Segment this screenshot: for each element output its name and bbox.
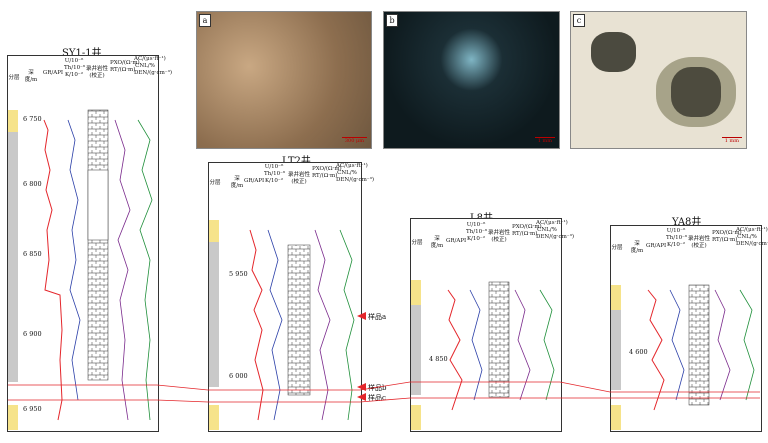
depth-tick: 6 850 xyxy=(23,250,42,258)
photo-label-a: a xyxy=(199,14,211,27)
header-res: PXO/(Ω·m) RT/(Ω·m) xyxy=(512,224,542,237)
header-poro: AC/(μs·ft⁻¹) CNL/% DEN/(g·cm⁻³) xyxy=(336,163,375,183)
sample-label-b: 样品b xyxy=(368,384,387,392)
photo-label-b: b xyxy=(386,14,398,27)
l8-columns xyxy=(411,280,555,430)
header-lith: 录井岩性(校正) xyxy=(288,172,311,185)
photo-c: c 1 mm xyxy=(570,11,747,149)
header-gr: GR/API xyxy=(42,70,64,76)
header-res: PXO/(Ω·m) RT/(Ω·m) xyxy=(312,166,342,179)
header-depth: 深度/m xyxy=(230,176,244,189)
header-fenceng: 分层 xyxy=(8,75,20,81)
sy1-1-columns xyxy=(8,109,153,430)
well-title-sy1-1: SY1-1井 xyxy=(62,48,102,59)
well-title-lt2: LT2井 xyxy=(282,152,311,167)
header-fenceng: 分层 xyxy=(611,245,623,251)
photo-a: a 300 μm xyxy=(196,11,372,149)
sample-label-a: 样品a xyxy=(368,313,387,321)
header-gr: GR/API xyxy=(446,238,467,244)
header-spectral: U/10⁻⁶ Th/10⁻⁶ K/10⁻² xyxy=(64,58,86,78)
photo-b: b 1 mm xyxy=(383,11,560,149)
depth-tick: 4 600 xyxy=(629,348,648,356)
depth-tick: 5 950 xyxy=(229,270,248,278)
well-title-ya8: YA8井 xyxy=(672,217,702,228)
sample-arrows xyxy=(357,312,366,401)
photo-label-c: c xyxy=(573,14,585,27)
depth-tick: 6 950 xyxy=(23,405,42,413)
header-spectral: U/10⁻⁶ Th/10⁻⁶ K/10⁻² xyxy=(264,164,286,184)
header-fenceng: 分层 xyxy=(411,240,423,246)
depth-tick: 6 000 xyxy=(229,372,248,380)
well-panel-lt2 xyxy=(208,162,362,432)
header-gr: GR/API xyxy=(646,243,667,249)
header-poro: AC/(μs·ft⁻¹) CNL/% DEN/(g·cm⁻³) xyxy=(736,227,768,247)
header-depth: 深度/m xyxy=(430,236,444,249)
header-depth: 深度/m xyxy=(24,70,38,83)
header-res: PXO/(Ω·m) RT/(Ω·m) xyxy=(110,60,140,73)
correlation-lines xyxy=(8,381,760,403)
header-spectral: U/10⁻⁶ Th/10⁻⁶ K/10⁻² xyxy=(466,222,488,242)
depth-tick: 6 750 xyxy=(23,115,42,123)
header-lith: 录井岩性(校正) xyxy=(86,66,109,79)
header-gr: GR/API xyxy=(244,178,265,184)
well-panel-ya8 xyxy=(610,225,762,432)
sample-label-c: 样品c xyxy=(368,394,386,402)
well-panel-sy1-1 xyxy=(7,55,159,432)
scale-bar-b: 1 mm xyxy=(534,137,555,144)
header-poro: AC/(μs·ft⁻¹) CNL/% DEN/(g·cm⁻³) xyxy=(134,56,173,76)
header-depth: 深度/m xyxy=(630,241,644,254)
header-spectral: U/10⁻⁶ Th/10⁻⁶ K/10⁻² xyxy=(666,228,688,248)
well-panel-l8 xyxy=(410,218,562,432)
depth-tick: 4 850 xyxy=(429,355,448,363)
header-lith: 录井岩性(校正) xyxy=(488,230,511,243)
header-res: PXO/(Ω·m) RT/(Ω·m) xyxy=(712,230,742,243)
scale-bar-a: 300 μm xyxy=(341,137,367,144)
scale-bar-c: 1 mm xyxy=(721,137,742,144)
header-fenceng: 分层 xyxy=(209,180,221,186)
lt2-columns xyxy=(209,220,355,430)
header-poro: AC/(μs·ft⁻¹) CNL/% DEN/(g·cm⁻³) xyxy=(536,220,575,240)
header-lith: 录井岩性(校正) xyxy=(688,236,711,249)
depth-tick: 6 800 xyxy=(23,180,42,188)
depth-tick: 6 900 xyxy=(23,330,42,338)
ya8-columns xyxy=(611,284,755,430)
